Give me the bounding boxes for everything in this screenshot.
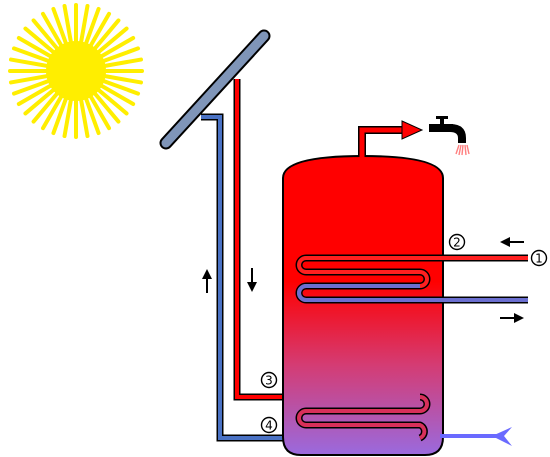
solar-collector-panel [159, 29, 271, 150]
hot-water-outlet-pipe [358, 120, 424, 157]
sun-icon [8, 3, 144, 139]
arrowhead-icon [492, 427, 512, 446]
right-arrow-icon [500, 313, 524, 323]
svg-text:4: 4 [265, 419, 273, 433]
left-arrow-icon [500, 237, 524, 247]
lower-solar-heat-exchanger-coil [295, 393, 431, 442]
up-arrow-icon [202, 269, 212, 293]
upper-heat-exchanger-coil [295, 254, 528, 304]
marker-2: 2 [448, 233, 466, 251]
down-arrow-icon [247, 268, 257, 292]
svg-text:3: 3 [265, 374, 273, 388]
marker-4: 4 [260, 416, 278, 434]
marker-3: 3 [260, 371, 278, 389]
cold-water-inlet [440, 427, 512, 446]
sun-disc [46, 41, 106, 101]
faucet-icon [429, 116, 470, 156]
svg-text:1: 1 [535, 252, 543, 266]
storage-tank [282, 154, 444, 456]
svg-text:2: 2 [453, 236, 461, 250]
marker-1: 1 [530, 249, 548, 267]
